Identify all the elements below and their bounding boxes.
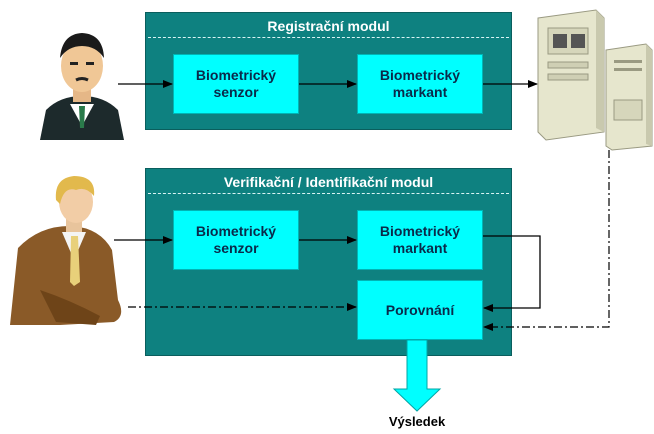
arrow-database-to-compare <box>483 150 610 331</box>
arrow-template-to-compare <box>483 235 541 312</box>
verification-sensor-box: Biometrický senzor <box>173 210 299 270</box>
registration-sensor-box: Biometrický senzor <box>173 54 299 114</box>
person-asian-man-icon <box>40 33 124 140</box>
registration-module-title: Registrační modul <box>267 18 390 34</box>
verification-template-box: Biometrický markant <box>357 210 483 270</box>
result-label: Výsledek <box>388 414 446 429</box>
verification-module-title: Verifikační / Identifikační modul <box>223 174 434 190</box>
server-database-icon <box>537 9 653 151</box>
module-divider <box>148 193 509 194</box>
registration-template-box: Biometrický markant <box>357 54 483 114</box>
module-divider <box>148 37 509 38</box>
result-arrow <box>392 339 442 412</box>
person-blond-man-icon <box>10 176 122 325</box>
